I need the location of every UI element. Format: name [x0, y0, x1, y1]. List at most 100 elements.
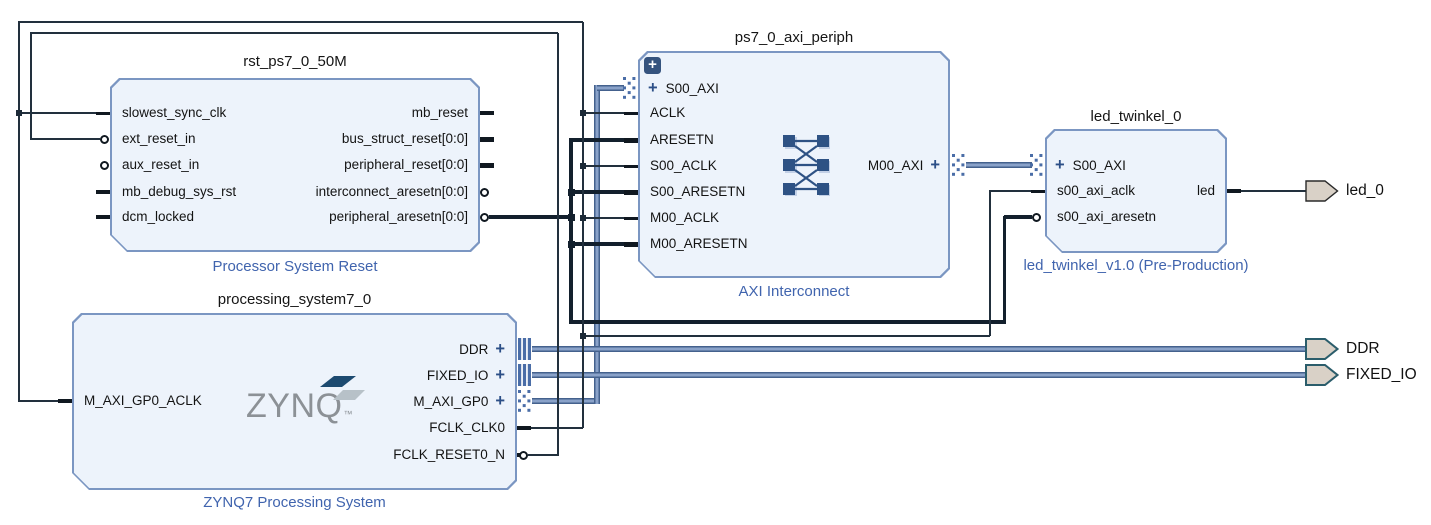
net-peripheral-aresetn[interactable] [570, 138, 624, 142]
net-ddr-bus[interactable] [532, 346, 1306, 352]
pin-mb-reset[interactable] [480, 111, 494, 115]
interface-label-s00-axi[interactable]: +S00_AXI [648, 79, 719, 97]
net-m00-axi-bus[interactable] [966, 162, 1032, 168]
pin-s00-aresetn[interactable] [624, 189, 638, 195]
net-peripheral-aresetn[interactable] [489, 215, 572, 219]
external-port-label-ddr[interactable]: DDR [1346, 340, 1380, 357]
pin-label[interactable]: peripheral_reset[0:0] [344, 157, 468, 172]
net-peripheral-aresetn[interactable] [1002, 215, 1007, 324]
pin-label[interactable]: led [1196, 183, 1215, 198]
pin-label[interactable]: aux_reset_in [122, 157, 200, 172]
pin-slowest-sync-clk[interactable] [96, 111, 110, 115]
pin-label[interactable]: S00_ARESETN [650, 184, 746, 199]
external-port-label-led-0[interactable]: led_0 [1346, 182, 1384, 199]
ddr-interface-connector[interactable] [518, 338, 532, 360]
pin-label[interactable]: mb_debug_sys_rst [122, 184, 237, 199]
plus-icon: + [648, 79, 658, 97]
net-fclk-clk0[interactable] [989, 190, 1031, 192]
external-port-fixed-io[interactable] [1305, 364, 1339, 386]
pin-interconnect-aresetn-bubble[interactable] [480, 187, 489, 197]
pin-ext-reset-in-bubble[interactable] [100, 134, 109, 144]
m00-axi-interface-connector[interactable] [952, 153, 966, 177]
external-port-ddr[interactable] [1305, 338, 1339, 360]
interface-label-fixed-io[interactable]: FIXED_IO+ [426, 366, 505, 384]
net-fclk-reset0-n[interactable] [557, 33, 559, 455]
pin-label[interactable]: s00_axi_aclk [1057, 183, 1136, 198]
pin-fclk-clk0[interactable] [517, 426, 531, 430]
net-fclk-clk0[interactable] [583, 335, 990, 337]
net-peripheral-aresetn[interactable] [570, 190, 624, 194]
pin-dcm-locked[interactable] [96, 215, 110, 219]
pin-peripheral-aresetn-bubble[interactable] [480, 212, 489, 222]
interface-label-m00-axi[interactable]: M00_AXI+ [867, 156, 940, 174]
net-fclk-reset0-n[interactable] [528, 454, 559, 456]
net-peripheral-aresetn[interactable] [569, 138, 573, 324]
net-peripheral-aresetn[interactable] [570, 320, 1006, 324]
pin-bus-struct-reset[interactable] [480, 136, 494, 142]
pin-label[interactable]: FCLK_RESET0_N [393, 447, 505, 462]
pin-label[interactable]: ACLK [650, 105, 686, 120]
net-led[interactable] [1241, 190, 1307, 192]
pin-m-axi-gp0-aclk[interactable] [58, 399, 72, 403]
m-axi-gp0-interface-connector[interactable] [518, 390, 532, 413]
pin-label[interactable]: FCLK_CLK0 [429, 420, 505, 435]
pin-label[interactable]: interconnect_aresetn[0:0] [315, 184, 468, 199]
pin-m00-aresetn[interactable] [624, 241, 638, 247]
interface-label-m-axi-gp0[interactable]: M_AXI_GP0+ [413, 392, 505, 410]
block-title[interactable]: ps7_0_axi_periph [734, 29, 854, 46]
pin-aclk[interactable] [624, 111, 638, 115]
pin-label[interactable]: ext_reset_in [122, 131, 196, 146]
net-fclk-clk0[interactable] [583, 217, 624, 219]
pin-led[interactable] [1227, 189, 1241, 193]
pin-aresetn[interactable] [624, 137, 638, 143]
block-title[interactable]: led_twinkel_0 [1090, 108, 1182, 125]
pin-fclk-reset0-n-bubble[interactable] [519, 450, 528, 460]
net-fclk-clk0[interactable] [989, 191, 991, 336]
external-port-label-fixed-io[interactable]: FIXED_IO [1346, 366, 1417, 383]
block-title[interactable]: rst_ps7_0_50M [243, 53, 347, 70]
net-fclk-clk0[interactable] [18, 400, 58, 402]
net-peripheral-aresetn[interactable] [570, 242, 624, 246]
pin-label[interactable]: mb_reset [411, 105, 468, 120]
net-m-axi-gp0-bus[interactable] [597, 85, 624, 91]
net-fclk-clk0[interactable] [18, 21, 584, 23]
fixed-io-interface-connector[interactable] [518, 364, 532, 386]
net-fclk-reset0-n[interactable] [30, 138, 100, 140]
s00-axi-interface-connector[interactable] [623, 76, 637, 100]
net-fclk-clk0[interactable] [18, 112, 96, 114]
net-fclk-reset0-n[interactable] [30, 32, 559, 34]
pin-peripheral-reset[interactable] [480, 162, 494, 168]
net-peripheral-aresetn[interactable] [1004, 215, 1032, 219]
pin-label[interactable]: M00_ACLK [650, 210, 720, 225]
net-fclk-clk0[interactable] [583, 165, 624, 167]
pin-label[interactable]: slowest_sync_clk [122, 105, 227, 120]
net-fclk-reset0-n[interactable] [30, 32, 32, 139]
s00-axi-interface-connector[interactable] [1030, 153, 1044, 177]
pin-m00-aclk[interactable] [624, 216, 638, 220]
net-fclk-clk0[interactable] [529, 427, 583, 429]
external-port-led-0[interactable] [1305, 180, 1339, 202]
pin-label[interactable]: ARESETN [650, 132, 714, 147]
net-fclk-clk0[interactable] [18, 21, 20, 402]
interface-label-ddr[interactable]: DDR+ [459, 340, 505, 358]
pin-label[interactable]: M_AXI_GP0_ACLK [84, 393, 202, 408]
interface-label-s00-axi[interactable]: +S00_AXI [1055, 156, 1126, 174]
net-fclk-clk0[interactable] [583, 112, 624, 114]
pin-s00-axi-aresetn-bubble[interactable] [1032, 212, 1041, 222]
net-fixed-io-bus[interactable] [532, 372, 1306, 378]
net-m-axi-gp0-bus[interactable] [532, 398, 598, 404]
pin-aux-reset-in-bubble[interactable] [100, 160, 109, 170]
pin-label[interactable]: S00_ACLK [650, 158, 717, 173]
pin-label[interactable]: dcm_locked [122, 209, 195, 224]
pin-mb-debug-sys-rst[interactable] [96, 190, 110, 194]
pin-label[interactable]: peripheral_aresetn[0:0] [329, 209, 468, 224]
pin-label[interactable]: s00_axi_aresetn [1057, 209, 1157, 224]
expand-interfaces-button[interactable]: + [644, 57, 661, 74]
pin-s00-aclk[interactable] [624, 164, 638, 168]
net-fclk-clk0[interactable] [582, 22, 584, 429]
pin-label[interactable]: bus_struct_reset[0:0] [341, 131, 468, 146]
pin-s00-axi-aclk[interactable] [1031, 189, 1045, 193]
pin-label[interactable]: M00_ARESETN [650, 236, 748, 251]
block-title[interactable]: processing_system7_0 [217, 291, 372, 308]
